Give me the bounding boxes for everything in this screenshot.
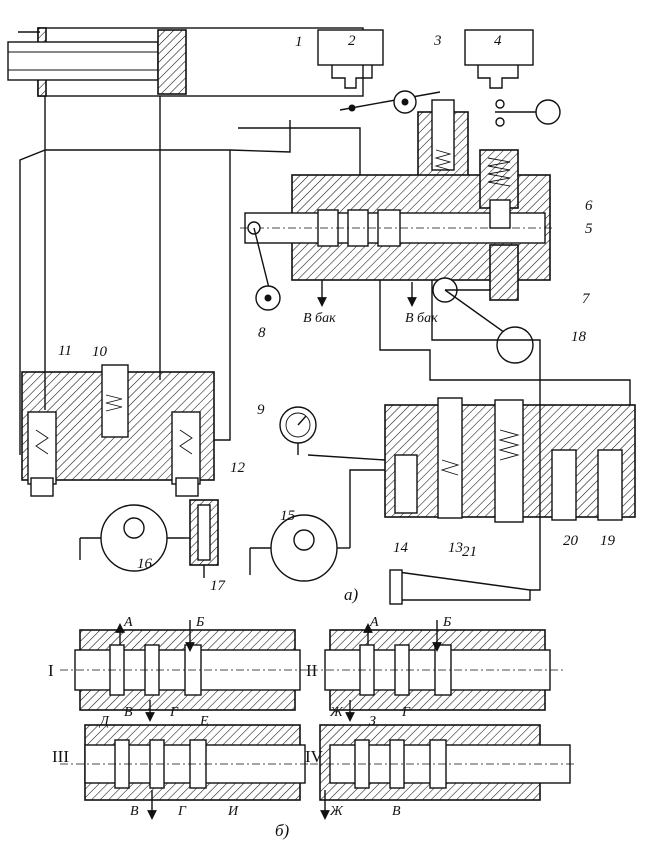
- pressure-gauge: [279, 406, 317, 455]
- caption-b: б): [275, 821, 290, 840]
- numeral-I: I: [48, 661, 54, 680]
- position-I: [60, 629, 310, 711]
- lever-right: [495, 99, 561, 127]
- position-numerals: I II III IV: [48, 661, 324, 766]
- stop-2: [317, 29, 384, 89]
- port-IV-V: В: [392, 804, 401, 819]
- drain-labels: В бак В бак: [303, 311, 438, 326]
- numeral-II: II: [306, 661, 318, 680]
- callout-11: 11: [58, 343, 72, 359]
- callout-7: 7: [582, 291, 591, 307]
- drain-label-1: В бак: [303, 311, 336, 326]
- callout-9: 9: [257, 402, 265, 418]
- callout-2: 2: [348, 33, 356, 49]
- callout-14: 14: [393, 540, 409, 556]
- valve-panel-right: [384, 397, 636, 523]
- stop-4: [464, 29, 534, 89]
- callout-labels: 1 2 3 4 5 6 7 8 9 10 11 12 13 14 15 16 1…: [58, 33, 616, 594]
- port-labels: А Б В Г А Б Ж Г Д Е В Г И З Ж В: [98, 615, 451, 819]
- main-valve-body: [240, 149, 555, 281]
- callout-6: 6: [585, 198, 593, 214]
- port-II-Zh: Ж: [329, 705, 344, 720]
- callout-5: 5: [585, 221, 593, 237]
- port-I-G: Г: [169, 705, 179, 720]
- callout-18: 18: [571, 329, 587, 345]
- callout-3: 3: [433, 33, 442, 49]
- numeral-III: III: [52, 747, 69, 766]
- valve-panel-left: [21, 364, 215, 497]
- port-III-V: В: [130, 804, 139, 819]
- numeral-IV: IV: [305, 747, 324, 766]
- flow-arrows: [115, 620, 442, 820]
- port-I-V: В: [124, 705, 133, 720]
- port-III-G: Г: [177, 804, 187, 819]
- callout-4: 4: [494, 33, 502, 49]
- lever-left: [339, 90, 441, 114]
- port-II-A: А: [369, 615, 379, 630]
- callout-20: 20: [563, 533, 579, 549]
- port-I-B: Б: [195, 615, 204, 630]
- drain-arrows: [317, 280, 417, 307]
- caption-a: а): [344, 585, 359, 604]
- lever-8: [247, 221, 281, 311]
- callout-21: 21: [462, 544, 477, 560]
- callout-12: 12: [230, 460, 246, 476]
- drain-label-2: В бак: [405, 311, 438, 326]
- callout-17: 17: [210, 578, 227, 594]
- port-I-A: А: [123, 615, 133, 630]
- piping: [19, 96, 631, 591]
- check-valve-17: [189, 499, 219, 566]
- position-IV: [310, 724, 575, 801]
- handle-21: [389, 569, 531, 605]
- hydraulic-cylinder: [7, 27, 364, 97]
- callout-19: 19: [600, 533, 616, 549]
- callout-1: 1: [295, 34, 303, 50]
- pump-15: [250, 514, 350, 582]
- port-III-D: Д: [98, 714, 110, 729]
- callout-13: 13: [448, 540, 463, 556]
- callout-10: 10: [92, 344, 108, 360]
- lever-7: [432, 244, 534, 364]
- port-II-B: Б: [442, 615, 451, 630]
- port-II-G: Г: [401, 705, 411, 720]
- position-III: [60, 724, 310, 801]
- port-III-E: Е: [199, 714, 209, 729]
- callout-8: 8: [258, 325, 266, 341]
- callout-15: 15: [280, 508, 296, 524]
- port-IV-Zh: Ж: [329, 804, 344, 819]
- callout-16: 16: [137, 556, 153, 572]
- port-IV-Z: З: [369, 714, 376, 729]
- port-III-I: И: [227, 804, 239, 819]
- pump-16: [80, 504, 185, 572]
